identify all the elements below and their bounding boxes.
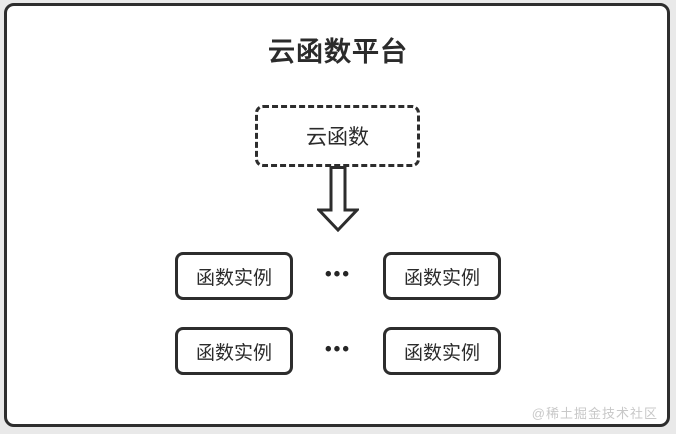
page-title: 云函数平台 [268, 37, 408, 67]
function-instance-node: 函数实例 [383, 252, 501, 300]
function-instance-node: 函数实例 [383, 327, 501, 375]
function-instance-node: 函数实例 [175, 252, 293, 300]
down-arrow-icon [317, 166, 359, 232]
watermark-text: @稀土掘金技术社区 [531, 406, 658, 421]
function-instance-label: 函数实例 [403, 267, 480, 289]
cloud-function-label: 云函数 [306, 126, 369, 149]
function-instance-label: 函数实例 [195, 267, 272, 289]
function-instance-label: 函数实例 [403, 342, 480, 364]
ellipsis-dots: ••• [325, 339, 351, 360]
function-instance-label: 函数实例 [195, 342, 272, 364]
function-instance-node: 函数实例 [175, 327, 293, 375]
ellipsis-dots: ••• [325, 264, 351, 285]
cloud-function-node: 云函数 [255, 105, 420, 167]
